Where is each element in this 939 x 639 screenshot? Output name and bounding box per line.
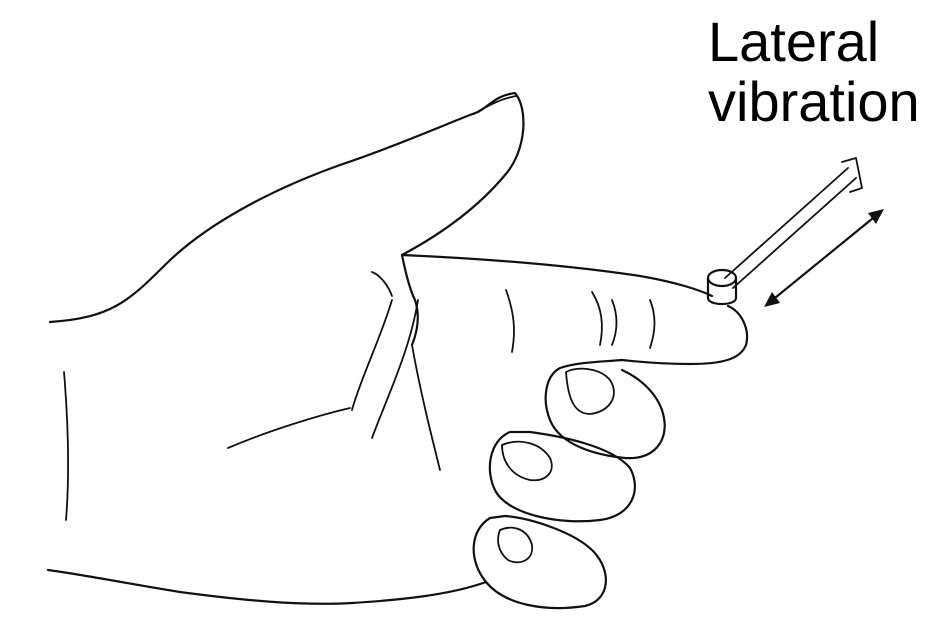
- index-crease-3: [650, 300, 655, 348]
- palm-line-2: [352, 300, 392, 410]
- index-finger-top: [402, 255, 712, 296]
- ring-nail: [502, 442, 552, 481]
- index-finger-tip: [622, 306, 747, 364]
- index-crease-1: [592, 292, 602, 345]
- ring-finger: [490, 432, 635, 521]
- palm-line-4: [228, 408, 350, 448]
- palm-fold: [372, 272, 392, 296]
- probe-tip-top: [708, 270, 736, 286]
- little-nail: [498, 528, 532, 563]
- index-crease-4: [506, 290, 514, 352]
- probe-shaft-top: [725, 168, 848, 278]
- caption-line-1: Lateral: [708, 12, 920, 72]
- wrist-line: [64, 372, 68, 520]
- probe-tip-body: [708, 278, 736, 304]
- index-crease-2: [612, 300, 617, 345]
- palm-bottom: [48, 570, 486, 604]
- vibration-probe-icon: [708, 158, 862, 304]
- thumb-nail: [474, 96, 516, 114]
- vibration-caption: Lateral vibration: [708, 12, 920, 132]
- middle-nail: [566, 369, 614, 414]
- palm-line-5: [412, 345, 440, 470]
- arrow-head-upper: [868, 209, 884, 224]
- double-headed-arrow-icon: [764, 209, 884, 307]
- palm-line-3: [372, 300, 418, 438]
- caption-line-2: vibration: [708, 72, 920, 132]
- little-finger: [474, 516, 606, 608]
- palm-line-1: [402, 255, 418, 345]
- hand-icon: [48, 93, 747, 608]
- probe-shaft-bottom: [733, 178, 856, 288]
- arrow-head-lower: [764, 292, 780, 307]
- arrow-shaft: [770, 214, 878, 302]
- thumb-outline: [50, 93, 523, 322]
